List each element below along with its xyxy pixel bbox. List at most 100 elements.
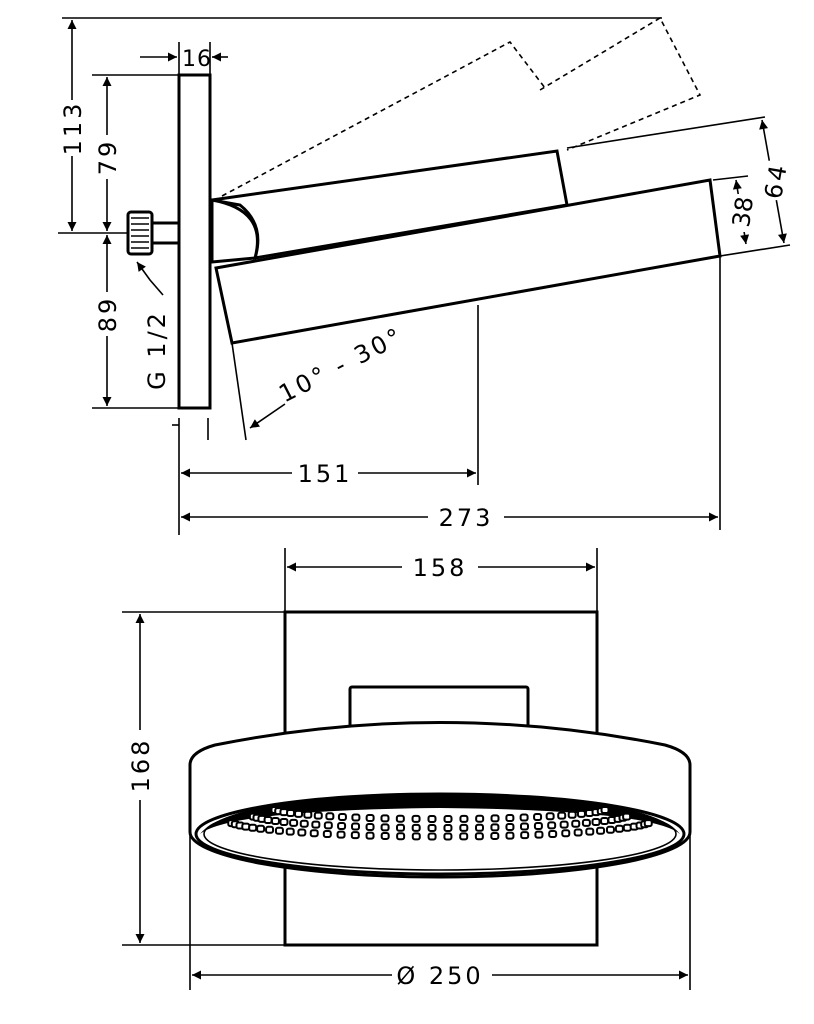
- nozzle: [294, 809, 304, 818]
- nozzle: [600, 806, 610, 815]
- dim-label-89: 89: [94, 296, 122, 333]
- nozzle: [573, 828, 583, 837]
- nozzle: [279, 817, 289, 826]
- nozzle: [614, 824, 624, 833]
- nozzle: [256, 824, 266, 833]
- nozzle: [286, 809, 296, 818]
- nozzle: [576, 809, 586, 818]
- nozzle: [519, 813, 529, 822]
- nozzle: [365, 823, 375, 832]
- nozzle: [459, 832, 469, 841]
- nozzle: [571, 819, 581, 828]
- nozzle: [600, 817, 610, 825]
- nozzle: [309, 829, 319, 838]
- nozzle: [289, 818, 299, 827]
- nozzle: [443, 814, 453, 823]
- tilt-outline-dashed: [221, 40, 546, 197]
- thread-fitting: [126, 210, 154, 256]
- nozzle: [520, 831, 530, 840]
- nozzle: [585, 827, 595, 836]
- dim-label-16: 16: [182, 47, 212, 72]
- arm-front: [348, 685, 530, 729]
- nozzle: [475, 823, 485, 832]
- dim-label-38: 38: [727, 195, 759, 229]
- nozzle: [591, 817, 601, 826]
- nozzle: [351, 822, 361, 831]
- thread-leader: [136, 261, 164, 296]
- nozzle: [547, 821, 557, 830]
- nozzle: [567, 810, 577, 819]
- nozzle: [548, 829, 558, 838]
- nozzle: [622, 812, 632, 821]
- nozzle: [427, 832, 437, 841]
- nozzle: [561, 829, 571, 838]
- dim-label-168: 168: [127, 738, 155, 793]
- nozzle: [443, 832, 453, 841]
- nozzle: [395, 814, 405, 823]
- nozzle: [534, 830, 544, 839]
- extension-line: [719, 244, 791, 257]
- angle-arrow: [249, 403, 286, 429]
- nozzle: [505, 823, 515, 832]
- nozzle: [337, 812, 347, 821]
- spray-face-shadow: [200, 793, 680, 834]
- nozzle: [274, 826, 284, 835]
- nozzle: [322, 829, 332, 838]
- nozzle: [519, 822, 529, 831]
- nozzle: [427, 823, 437, 832]
- extension-line: [712, 175, 749, 181]
- nozzle: [411, 814, 421, 823]
- nozzle: [351, 813, 361, 822]
- nozzle: [490, 814, 500, 823]
- nozzle: [313, 811, 323, 820]
- nozzle: [311, 820, 321, 829]
- nozzle: [557, 811, 567, 820]
- nozzle: [643, 819, 653, 828]
- wall-plate: [177, 73, 212, 410]
- nozzle: [248, 823, 258, 832]
- nozzle: [380, 814, 390, 823]
- nozzle: [380, 823, 390, 832]
- nozzle: [474, 832, 484, 841]
- nozzle: [285, 827, 295, 836]
- nozzle: [336, 830, 346, 839]
- dim-label-250: Ø 250: [396, 962, 483, 990]
- nozzle: [365, 814, 375, 823]
- nozzle: [325, 812, 335, 821]
- extension-line: [566, 116, 766, 149]
- nozzle: [490, 831, 500, 840]
- thread-label: G 1/2: [143, 310, 171, 390]
- dim-label-64: 64: [759, 160, 793, 201]
- nozzle: [263, 815, 273, 824]
- nozzle: [545, 812, 555, 821]
- side-view: 113 79 89 16 G 1/2 64: [58, 16, 793, 535]
- nozzle: [581, 818, 591, 827]
- nozzle: [490, 823, 500, 832]
- tilt-outline-dashed: [539, 16, 702, 151]
- nozzle: [605, 825, 615, 834]
- nozzle: [596, 826, 606, 835]
- nozzle: [475, 814, 485, 823]
- nozzle: [411, 823, 421, 832]
- nozzle: [459, 823, 469, 832]
- nozzle: [505, 814, 515, 823]
- nozzle: [297, 828, 307, 837]
- angle-line: [231, 342, 247, 441]
- nozzle: [533, 821, 543, 830]
- dim-label-151: 151: [298, 460, 353, 488]
- nozzle: [270, 817, 280, 825]
- nozzle: [337, 821, 347, 830]
- dim-label-273: 273: [439, 504, 494, 532]
- nozzle: [459, 814, 469, 823]
- nozzle-group: [227, 806, 653, 841]
- connector-pipe: [150, 221, 181, 245]
- nozzle: [380, 831, 390, 840]
- nozzle: [303, 810, 313, 819]
- front-view: 158 168 Ø 250: [122, 548, 692, 990]
- dim-label-113: 113: [59, 101, 87, 156]
- angle-label: 10° - 30°: [274, 322, 408, 409]
- nozzle: [533, 812, 543, 821]
- thread-lines: [131, 217, 149, 249]
- nozzle: [427, 814, 437, 823]
